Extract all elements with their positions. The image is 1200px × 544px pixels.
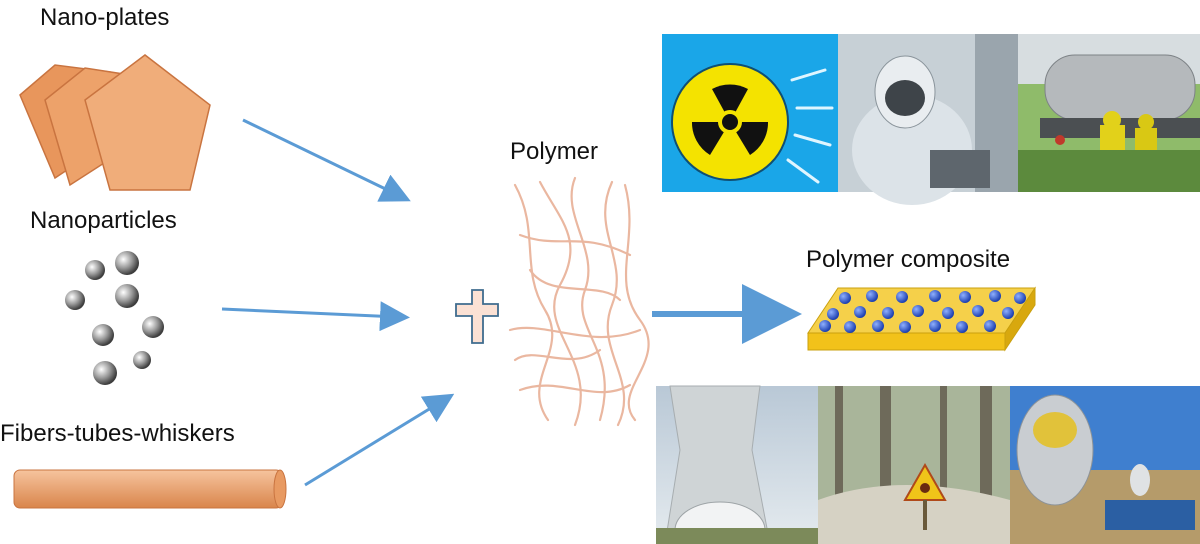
polymer-composite-illustration xyxy=(807,286,1036,352)
photo-protective-suit-lab xyxy=(838,34,1018,205)
nanoparticles-illustration xyxy=(65,251,164,385)
polymer-label: Polymer xyxy=(510,138,599,165)
photo-hazmat-tanker xyxy=(1018,34,1200,192)
arrow-particles-to-mix xyxy=(221,301,410,332)
polymer-composite-label: Polymer composite xyxy=(806,246,1011,273)
fibers-label: Fibers-tubes-whiskers xyxy=(0,420,235,447)
nano-plates-illustration xyxy=(19,54,211,191)
photo-silver-suit-worker xyxy=(1010,386,1200,544)
plus-icon xyxy=(455,289,499,344)
arrow-plates-to-mix xyxy=(242,118,411,202)
fiber-rod-illustration xyxy=(13,469,287,509)
photo-radiation-symbol xyxy=(662,34,838,192)
nanoparticles-label: Nanoparticles xyxy=(30,207,177,234)
photo-forest-warning-sign xyxy=(818,386,1010,544)
nano-plates-label: Nano-plates xyxy=(40,4,170,31)
arrow-fibers-to-mix xyxy=(304,393,455,487)
polymer-chains-illustration xyxy=(508,176,650,427)
photo-cooling-tower xyxy=(656,385,818,544)
radiation-warning-sign-icon xyxy=(903,462,947,530)
